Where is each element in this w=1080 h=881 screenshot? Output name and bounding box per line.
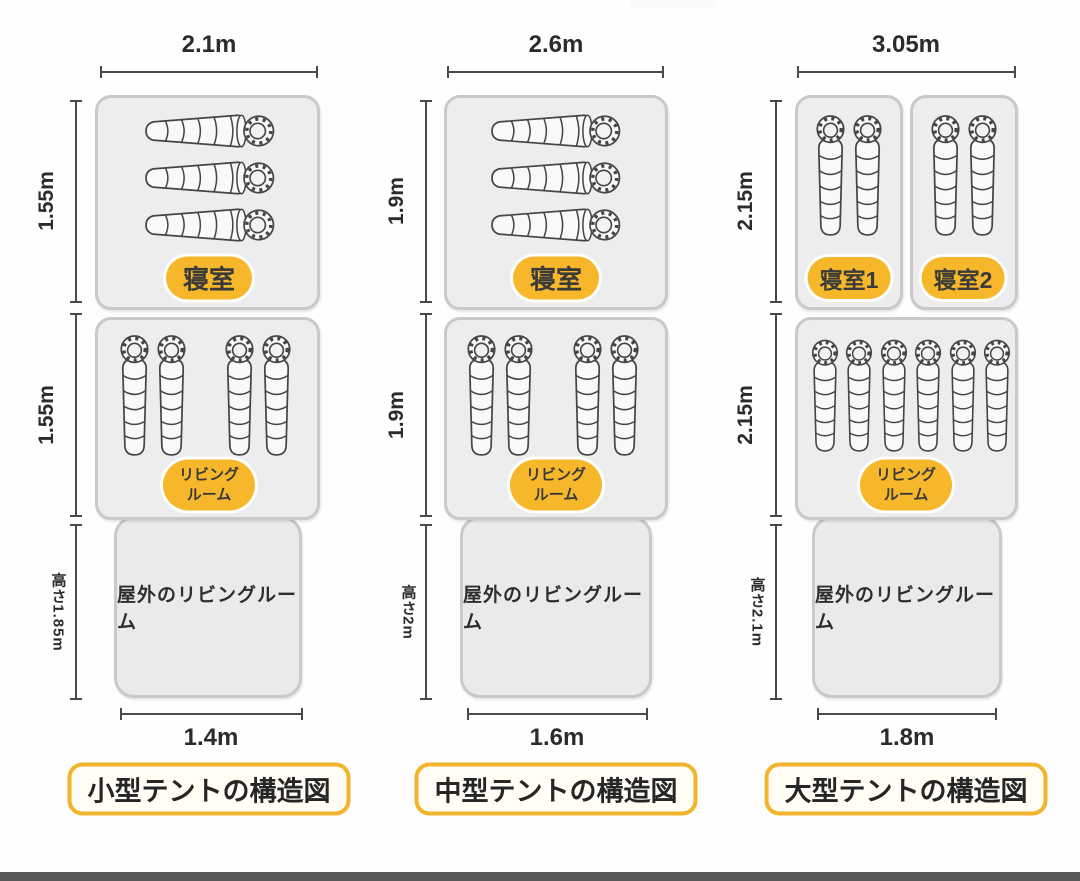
sleeping-bag-icon	[606, 334, 643, 462]
sleeping-bag-icon	[812, 114, 849, 242]
sleeping-bag-icon	[500, 334, 537, 462]
dimension-line	[420, 524, 432, 700]
dimension-line	[770, 100, 782, 303]
sleeping-bag-icon	[927, 114, 964, 242]
sleeping-bag-icon	[116, 334, 153, 462]
sleeping-bag-icon	[489, 110, 623, 152]
sleeping-bag-icon	[842, 337, 876, 459]
bedroom2-badge: 寝室2	[921, 257, 1005, 299]
dimension-line	[770, 524, 782, 700]
dimension-label-bedroom-depth: 1.9m	[385, 177, 408, 225]
sleeping-bag-icon	[143, 110, 277, 152]
bedroom1-badge: 寝室1	[807, 257, 891, 299]
dimension-line	[797, 66, 1016, 78]
dimension-label-height: 高さ2.1m	[748, 576, 766, 648]
dimension-label-living-depth: 1.55m	[35, 385, 58, 445]
dimension-label-living-depth: 2.15m	[734, 385, 757, 445]
dimension-line	[817, 708, 997, 720]
living-room-badge: リビング ルーム	[509, 459, 603, 511]
sleeping-bag-icon	[463, 334, 500, 462]
sleeping-bag-icon	[143, 157, 277, 199]
sleeping-bag-icon	[911, 337, 945, 459]
bottom-bar	[0, 872, 1080, 881]
dimension-label-bottom-width: 1.4m	[183, 724, 239, 751]
dimension-line	[70, 313, 82, 517]
living-room-badge: リビング ルーム	[859, 459, 953, 511]
bedroom-badge: 寝室	[165, 256, 253, 300]
outdoor-living-panel: 屋外のリビングルーム	[460, 516, 652, 698]
outdoor-living-panel: 屋外のリビングルーム	[812, 516, 1002, 698]
sleeping-bag-icon	[153, 334, 190, 462]
sleeping-bag-icon	[980, 337, 1014, 459]
sleeping-bag-icon	[877, 337, 911, 459]
dimension-label-top-width: 2.6m	[528, 31, 584, 58]
dimension-line	[447, 66, 664, 78]
sleeping-bag-icon	[489, 204, 623, 246]
tent-title-badge: 中型テントの構造図	[414, 762, 698, 816]
dimension-label-bottom-width: 1.6m	[529, 724, 585, 751]
sleeping-bag-icon	[946, 337, 980, 459]
sleeping-bag-icon	[849, 114, 886, 242]
dimension-line	[70, 100, 82, 303]
sleeping-bag-icon	[489, 157, 623, 199]
outdoor-living-label: 屋外のリビングルーム	[815, 585, 996, 633]
sleeping-bag-icon	[569, 334, 606, 462]
sleeping-bag-icon	[258, 334, 295, 462]
dimension-line	[70, 524, 82, 700]
dimension-line	[420, 313, 432, 517]
outdoor-living-label: 屋外のリビングルーム	[463, 585, 644, 633]
bedroom-badge: 寝室	[512, 256, 600, 300]
dimension-line	[420, 100, 432, 303]
dimension-label-bottom-width: 1.8m	[879, 724, 935, 751]
dimension-label-bedroom-depth: 2.15m	[734, 171, 757, 231]
outdoor-living-label: 屋外のリビングルーム	[117, 585, 298, 633]
sleeping-bag-icon	[143, 204, 277, 246]
sleeping-bag-icon	[808, 337, 842, 459]
dimension-line	[770, 313, 782, 517]
dimension-line	[467, 708, 648, 720]
dimension-line	[100, 66, 318, 78]
dimension-label-bedroom-depth: 1.55m	[35, 171, 58, 231]
sleeping-bag-icon	[964, 114, 1001, 242]
tent-title-badge: 小型テントの構造図	[67, 762, 351, 816]
dimension-label-top-width: 2.1m	[181, 31, 237, 58]
sleeping-bag-icon	[221, 334, 258, 462]
living-room-badge: リビング ルーム	[162, 459, 256, 511]
dimension-label-height: 高さ2m	[399, 584, 417, 640]
dimension-label-top-width: 3.05m	[871, 31, 941, 58]
dimension-line	[120, 708, 303, 720]
top-notch	[630, 0, 716, 8]
tent-title-badge: 大型テントの構造図	[764, 762, 1048, 816]
dimension-label-living-depth: 1.9m	[385, 391, 408, 439]
outdoor-living-panel: 屋外のリビングルーム	[114, 516, 302, 698]
dimension-label-height: 高さ1.85m	[49, 572, 67, 652]
